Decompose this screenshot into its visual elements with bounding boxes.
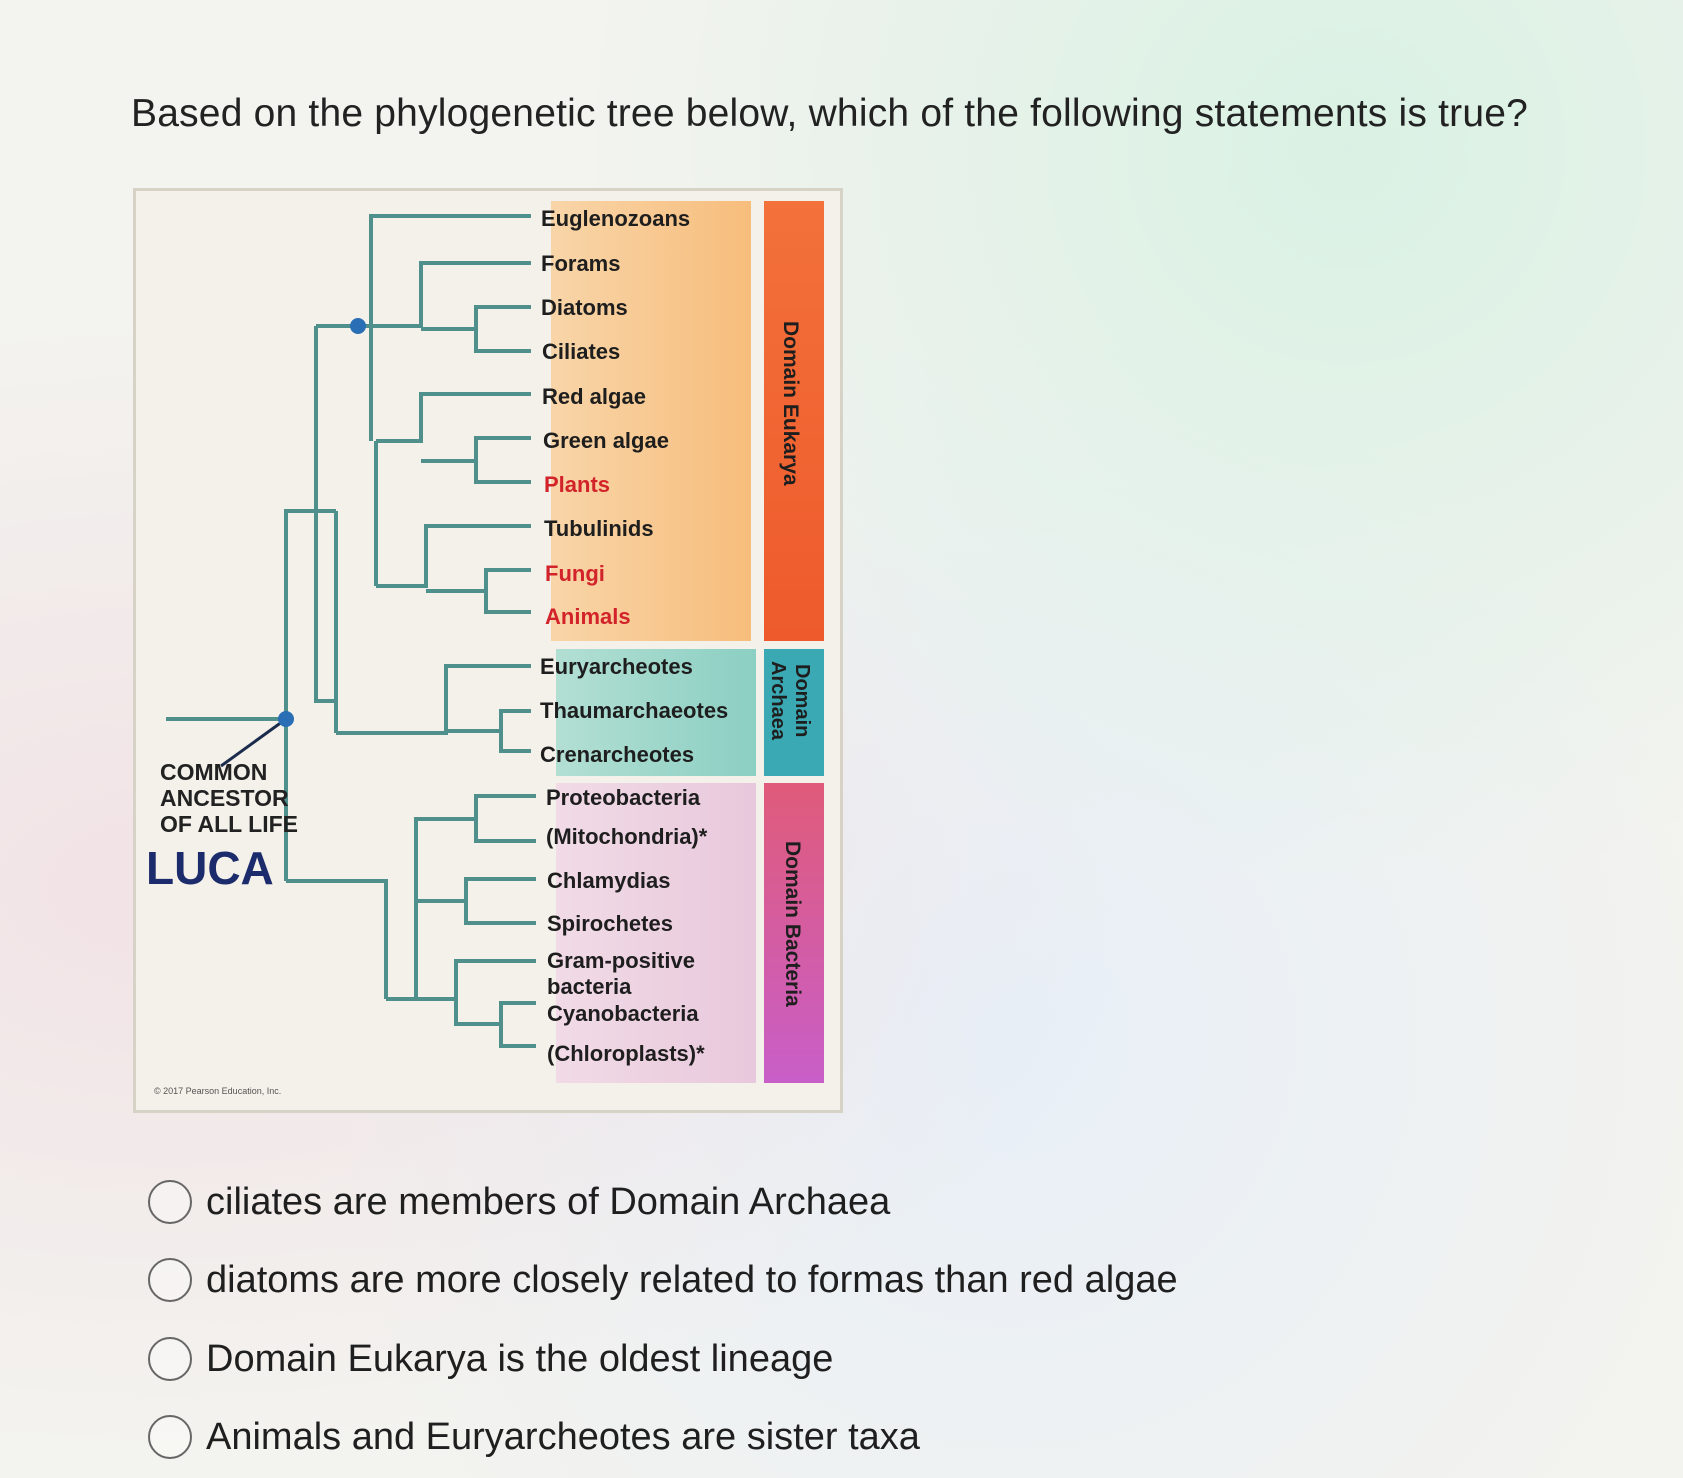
branch-euryarcheotes xyxy=(336,664,531,735)
taxon-label: Proteobacteria xyxy=(546,785,701,810)
copyright-credit: © 2017 Pearson Education, Inc. xyxy=(154,1086,282,1096)
option-3-label[interactable]: Domain Eukarya is the oldest lineage xyxy=(206,1337,834,1380)
taxon-label: bacteria xyxy=(547,974,632,999)
branch-fungi-animals xyxy=(484,568,531,614)
ancestor-line-2: ANCESTOR xyxy=(160,785,289,811)
branch-red-algae xyxy=(376,392,531,443)
option-1[interactable]: ciliates are members of Domain Archaea xyxy=(148,1180,890,1224)
taxon-label: Tubulinids xyxy=(544,516,654,541)
option-3[interactable]: Domain Eukarya is the oldest lineage xyxy=(148,1337,833,1381)
domain-eukarya-label: Domain Eukarya xyxy=(779,321,802,486)
taxon-label: Spirochetes xyxy=(547,911,673,936)
taxon-label: Gram-positive xyxy=(547,948,695,973)
archaea-taxa-band xyxy=(556,649,756,776)
taxon-label: Thaumarchaeotes xyxy=(540,698,729,723)
branch-neomura-stem xyxy=(284,509,326,721)
radio-button-option-2[interactable] xyxy=(148,1258,192,1302)
taxon-label: Fungi xyxy=(545,561,605,586)
taxon-label: Chlamydias xyxy=(547,868,671,893)
branch-tubulinids xyxy=(376,524,531,588)
taxon-label: Green algae xyxy=(543,428,669,453)
eukarya-node-dot xyxy=(350,318,366,334)
domain-archaea-bar xyxy=(764,649,824,776)
ancestor-line-3: OF ALL LIFE xyxy=(160,811,298,837)
question-text: Based on the phylogenetic tree below, wh… xyxy=(131,92,1528,135)
domain-bacteria-label: Domain Bacteria xyxy=(781,841,804,1007)
taxon-label: Diatoms xyxy=(541,295,628,320)
branch-thaum-cren xyxy=(499,709,531,753)
radio-button-option-3[interactable] xyxy=(148,1337,192,1381)
branch-green-plants xyxy=(474,436,531,484)
common-ancestor-label: COMMON ANCESTOR OF ALL LIFE xyxy=(160,759,298,837)
taxon-label: Cyanobacteria xyxy=(547,1001,699,1026)
branch-forams xyxy=(371,261,531,328)
ancestor-pointer-line xyxy=(220,717,287,768)
domain-archaea-label-line2: Archaea xyxy=(767,661,789,740)
option-4[interactable]: Animals and Euryarcheotes are sister tax… xyxy=(148,1415,920,1459)
option-4-label[interactable]: Animals and Euryarcheotes are sister tax… xyxy=(206,1415,920,1458)
tree-branches xyxy=(166,214,536,1048)
option-2-label[interactable]: diatoms are more closely related to form… xyxy=(206,1258,1178,1301)
domain-archaea-label: Domain Archaea xyxy=(766,661,814,740)
branch-diatoms-ciliates xyxy=(474,305,531,353)
taxon-label: Crenarcheotes xyxy=(540,742,695,767)
domain-bacteria-bar xyxy=(764,783,824,1083)
radio-button-option-4[interactable] xyxy=(148,1415,192,1459)
domain-archaea-label-line1: Domain xyxy=(791,663,813,738)
branch-bacteria-stem xyxy=(286,879,388,999)
taxon-label: (Chloroplasts)* xyxy=(547,1041,705,1066)
taxon-label: Red algae xyxy=(542,384,646,409)
branch-chlamydias-spirochetes xyxy=(464,877,536,925)
domain-eukarya-bar xyxy=(764,201,824,641)
bacteria-taxa-band xyxy=(556,783,756,1083)
branch-euglenozoans xyxy=(316,214,531,328)
taxon-label: Animals xyxy=(545,604,631,629)
taxon-label: Forams xyxy=(541,251,621,276)
ancestor-line-1: COMMON xyxy=(160,759,268,785)
taxon-label: Plants xyxy=(544,472,611,497)
branch-euk-root xyxy=(314,326,336,703)
taxon-label: Euryarcheotes xyxy=(540,654,693,679)
taxon-label: Euglenozoans xyxy=(541,206,691,231)
taxon-label: (Mitochondria)* xyxy=(546,824,708,849)
luca-label: LUCA xyxy=(146,842,274,894)
branch-proteobacteria xyxy=(474,794,536,843)
option-1-label[interactable]: ciliates are members of Domain Archaea xyxy=(206,1180,891,1223)
luca-node-dot xyxy=(278,711,294,727)
option-2[interactable]: diatoms are more closely related to form… xyxy=(148,1258,1178,1302)
radio-button-option-1[interactable] xyxy=(148,1180,192,1224)
branch-cyano xyxy=(499,1001,536,1048)
branch-cyano-clade xyxy=(454,999,501,1026)
branch-bacteria-root xyxy=(386,819,418,1001)
branch-gram-positive xyxy=(416,959,536,1001)
taxon-label: Ciliates xyxy=(542,339,621,364)
eukarya-taxa-band xyxy=(551,201,751,641)
